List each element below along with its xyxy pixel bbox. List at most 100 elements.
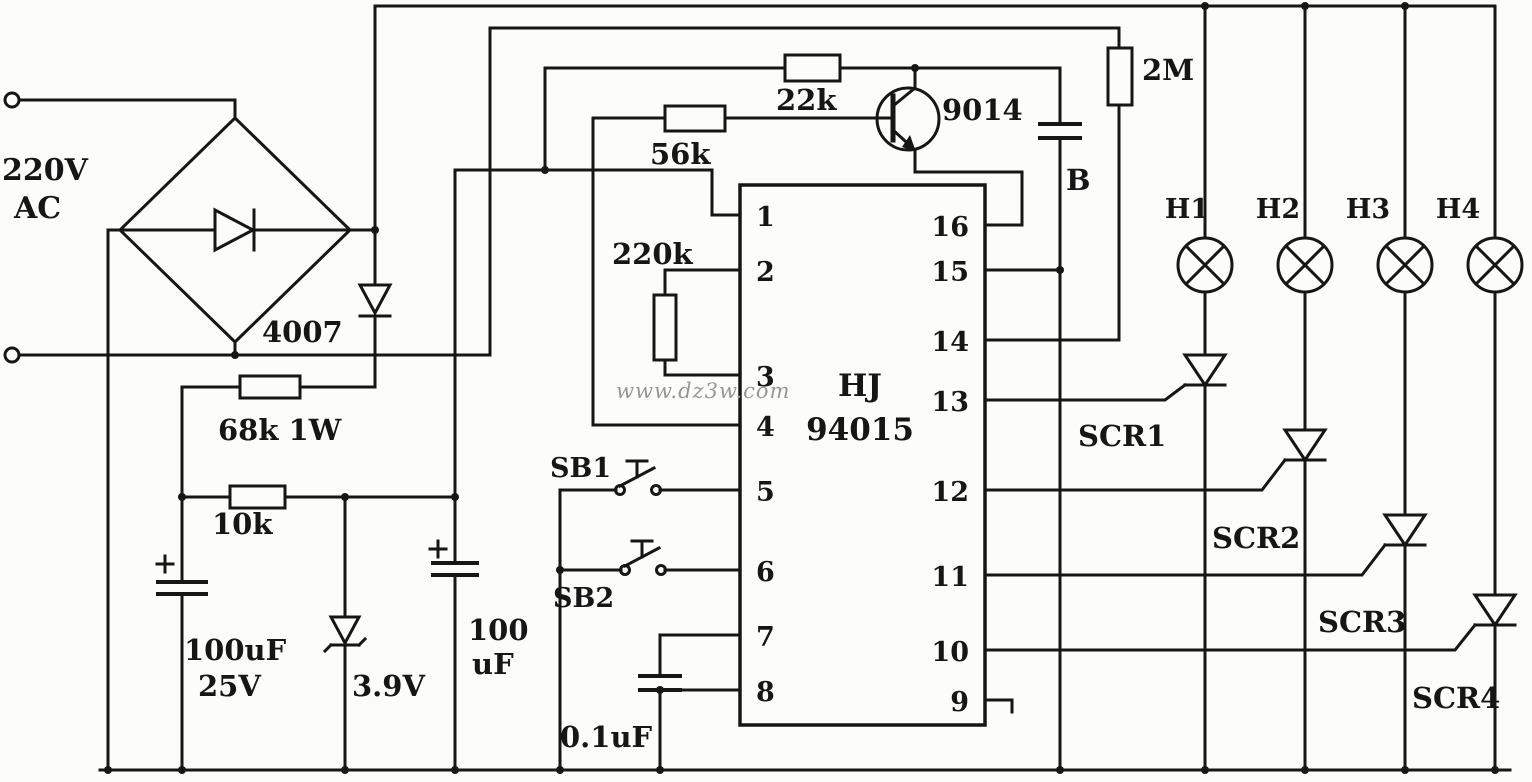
wires-transistor [890,66,1024,227]
wires-ac-input [17,98,492,357]
lamp-cross [1383,243,1427,287]
junction-dot [371,226,379,234]
junction-dot [1301,2,1309,10]
plus-sign [428,539,448,559]
wires-oscillator [488,26,1121,772]
label-transistor: 9014 [942,93,1023,127]
label-sb1: SB1 [550,453,611,484]
pin-label-5: 5 [756,477,775,508]
zener-bar [322,636,368,654]
junction-dot [1301,766,1309,774]
lever [622,539,662,569]
pin-label-14: 14 [931,327,969,358]
pin-label-15: 15 [931,257,969,288]
transistor-9014 [875,86,941,152]
terminal-bottom [3,346,21,364]
label-cap2-value: 100 [468,613,529,647]
lamp-h2 [1276,236,1334,294]
pin-label-9: 9 [950,687,969,718]
emitter-arrow [902,135,916,152]
watermark-text: www.dz3w.com [616,379,790,403]
pin-label-12: 12 [931,477,969,508]
scr-triangle [1472,593,1518,628]
pin-label-4: 4 [756,412,775,443]
resistor-2m [1106,46,1134,107]
label-resistor-220k: 220k [612,237,694,271]
wires-scr-gates [971,382,1478,714]
label-ac-voltage: 220V [2,153,89,188]
label-ac: AC [13,191,61,226]
pin-label-1: 1 [756,202,775,233]
scr-3 [1382,513,1428,548]
scr-1 [1182,353,1228,388]
lamp-h3 [1376,236,1434,294]
cap-plates [431,561,479,577]
label-lamp-h4: H4 [1436,194,1480,225]
plus-sign [155,554,175,574]
lamp-cross [1283,243,1327,287]
scr-triangle [1382,513,1428,548]
junction-dot [341,766,349,774]
scr-2 [1282,428,1328,463]
junction-dot [104,766,112,774]
junction-dot [1056,266,1064,274]
lamp-cross [1183,243,1227,287]
terminal-top [3,91,21,109]
label-zener: 3.9V [352,669,425,703]
lamp-h1 [1176,236,1234,294]
lamp-circle [1176,236,1234,294]
diode-triangle [357,283,393,317]
label-sb2: SB2 [553,583,614,614]
label-resistor-10k: 10k [212,507,273,541]
junction-dot [556,566,564,574]
wires-supply-top [453,66,754,217]
cap-100uf-2 [428,539,479,577]
junction-dot [451,766,459,774]
wires-lamp-columns [1203,4,1497,772]
label-diode-4007: 4007 [262,315,343,349]
pin-label-2: 2 [756,257,775,288]
lamp-circle [1466,236,1524,294]
junction-dot [341,493,349,501]
junction-dot [1401,766,1409,774]
junction-dot [541,166,549,174]
button-sb2 [619,539,667,576]
ic-name-line1: HJ [838,368,882,404]
label-scr1: SCR1 [1078,419,1166,453]
bridge-diamond [117,115,353,345]
junction-dots [104,2,1499,774]
buzzer-plates [1038,122,1082,140]
resistor-68k [238,374,302,400]
label-lamp-h1: H1 [1165,194,1209,225]
scr-triangle [1182,353,1228,388]
pin-label-3: 3 [756,362,775,393]
wires-bridge-dc [106,4,377,772]
junction-dot [1201,2,1209,10]
diode-4007 [357,283,393,318]
pin-label-6: 6 [756,557,775,588]
resistor-10k [228,484,287,510]
junction-dot [1201,766,1209,774]
resistor-56k [663,104,727,133]
zener-triangle [328,615,362,647]
label-cap-01uf: 0.1uF [560,720,653,754]
cap-100uf-25v [155,554,208,596]
label-resistor-68k: 68k 1W [218,413,342,447]
zener-3v9 [322,615,368,654]
lamp-circle [1276,236,1334,294]
label-cap1-value: 100uF [184,633,287,667]
pin-label-8: 8 [756,677,775,708]
label-lamp-h3: H3 [1346,194,1390,225]
transistor-circle [875,86,941,152]
junction-dot [178,766,186,774]
wires-ic-left-side [558,116,895,772]
pin-label-7: 7 [756,622,775,653]
bridge-diode-triangle [213,207,257,253]
label-resistor-56k: 56k [650,137,711,171]
label-scr2: SCR2 [1212,521,1300,555]
pin-label-13: 13 [931,387,969,418]
cap-plates [156,580,208,596]
junction-dot [656,686,664,694]
bridge-rectifier [117,115,353,345]
label-cap2-unit: uF [472,647,514,681]
